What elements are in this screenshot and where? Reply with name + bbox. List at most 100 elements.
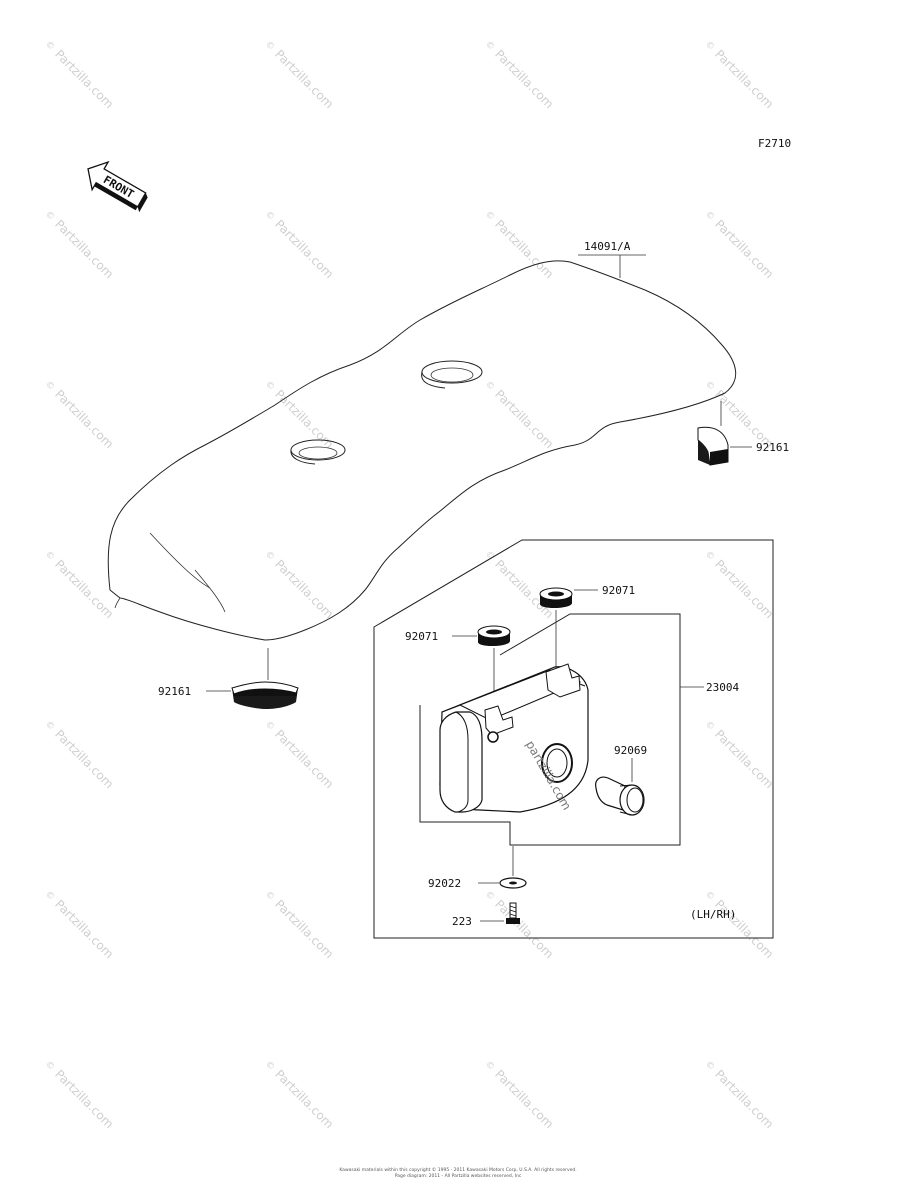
watermark-copyright-icon: © [263,549,276,562]
watermark: ©Partzilla.com [43,39,116,111]
watermark: ©Partzilla.com [263,889,336,961]
watermark-text: Partzilla.com [272,727,336,791]
watermark-copyright-icon: © [43,379,56,392]
watermark: ©Partzilla.com [483,39,556,111]
figure-code: F2710 [758,137,791,150]
watermark-copyright-icon: © [483,209,496,222]
watermark: ©Partzilla.com [703,889,776,961]
watermark-copyright-icon: © [43,549,56,562]
lamp-assembly-frame [419,613,681,846]
watermark-text: Partzilla.com [712,217,776,281]
part-number-92161-right[interactable]: 92161 [756,441,789,454]
part-number-92022[interactable]: 92022 [428,877,461,890]
watermark-copyright-icon: © [263,719,276,732]
watermark: ©Partzilla.com [43,209,116,281]
watermark-text: Partzilla.com [52,727,116,791]
seat-cover[interactable] [107,260,736,641]
watermark-copyright-icon: © [43,39,56,52]
screw[interactable] [506,902,520,924]
watermark-text: Partzilla.com [492,387,556,451]
watermark-copyright-icon: © [703,39,716,52]
watermark-text: Partzilla.com [52,217,116,281]
watermark: ©Partzilla.com [483,379,556,451]
part-number-92161-left[interactable]: 92161 [158,685,191,698]
watermark: ©Partzilla.com [483,1059,556,1131]
watermark-text: Partzilla.com [492,897,556,961]
part-number-23004[interactable]: 23004 [706,681,739,694]
watermark-text: Partzilla.com [272,47,336,111]
watermark-text: Partzilla.com [492,217,556,281]
watermark-copyright-icon: © [703,1059,716,1072]
watermark-text: Partzilla.com [712,1067,776,1131]
watermark: ©Partzilla.com [43,379,116,451]
watermark-copyright-icon: © [263,39,276,52]
watermark-copyright-icon: © [703,209,716,222]
watermark: ©Partzilla.com [263,209,336,281]
footer-copyright: Kawasaki materials within this copyright… [339,1166,576,1173]
watermark-text: Partzilla.com [272,217,336,281]
watermark: ©Partzilla.com [43,889,116,961]
watermark-text: Partzilla.com [52,47,116,111]
watermark-copyright-icon: © [483,889,496,902]
watermark: ©Partzilla.com [263,549,336,621]
watermark-copyright-icon: © [703,719,716,732]
pad-right[interactable] [697,426,729,466]
grommet-left[interactable] [477,625,511,647]
watermark-text: Partzilla.com [712,557,776,621]
watermark-text: Partzilla.com [492,47,556,111]
part-number-92071-left[interactable]: 92071 [405,630,438,643]
watermark: ©Partzilla.com [43,549,116,621]
watermark-copyright-icon: © [263,209,276,222]
watermark-copyright-icon: © [483,39,496,52]
part-number-223[interactable]: 223 [452,915,472,928]
watermark-copyright-icon: © [43,209,56,222]
watermark-layer: ©Partzilla.com©Partzilla.com©Partzilla.c… [43,39,776,1131]
watermark-copyright-icon: © [703,889,716,902]
watermark-text: Partzilla.com [712,727,776,791]
watermark: ©Partzilla.com [483,549,556,621]
watermark-copyright-icon: © [43,1059,56,1072]
footer-credit: Page diagram: 2011 - All Partzilla websi… [395,1173,522,1179]
lamp-housing[interactable]: partzilla.com [439,663,589,813]
watermark-copyright-icon: © [43,889,56,902]
watermark-copyright-icon: © [263,1059,276,1072]
watermark: ©Partzilla.com [43,1059,116,1131]
variant-note: (LH/RH) [690,908,736,921]
lamp-group-frame [373,539,774,939]
watermark-text: Partzilla.com [272,557,336,621]
watermark-text: Partzilla.com [272,1067,336,1131]
washer[interactable] [499,877,527,889]
part-number-14091A[interactable]: 14091/A [584,240,631,253]
watermark: ©Partzilla.com [263,719,336,791]
watermark-copyright-icon: © [483,1059,496,1072]
watermark: ©Partzilla.com [43,719,116,791]
watermark-copyright-icon: © [43,719,56,732]
watermark: ©Partzilla.com [263,1059,336,1131]
watermark: ©Partzilla.com [483,889,556,961]
grommet-right[interactable] [539,587,573,609]
watermark-copyright-icon: © [703,379,716,392]
watermark: ©Partzilla.com [703,39,776,111]
watermark: ©Partzilla.com [703,549,776,621]
watermark-text: Partzilla.com [712,897,776,961]
watermark-copyright-icon: © [263,379,276,392]
part-number-92069[interactable]: 92069 [614,744,647,757]
watermark-copyright-icon: © [703,549,716,562]
watermark: ©Partzilla.com [703,209,776,281]
watermark-text: Partzilla.com [272,897,336,961]
pad-left[interactable] [231,681,299,709]
watermark: ©Partzilla.com [703,719,776,791]
front-arrow-icon: FRONT [87,160,148,213]
watermark-text: Partzilla.com [712,47,776,111]
watermark-text: Partzilla.com [492,1067,556,1131]
watermark-text: Partzilla.com [52,387,116,451]
part-number-92071-right[interactable]: 92071 [602,584,635,597]
watermark-text: Partzilla.com [52,557,116,621]
watermark-text: Partzilla.com [52,897,116,961]
watermark: ©Partzilla.com [263,39,336,111]
watermark: ©Partzilla.com [703,1059,776,1131]
bulb[interactable] [595,776,645,816]
watermark-copyright-icon: © [483,379,496,392]
